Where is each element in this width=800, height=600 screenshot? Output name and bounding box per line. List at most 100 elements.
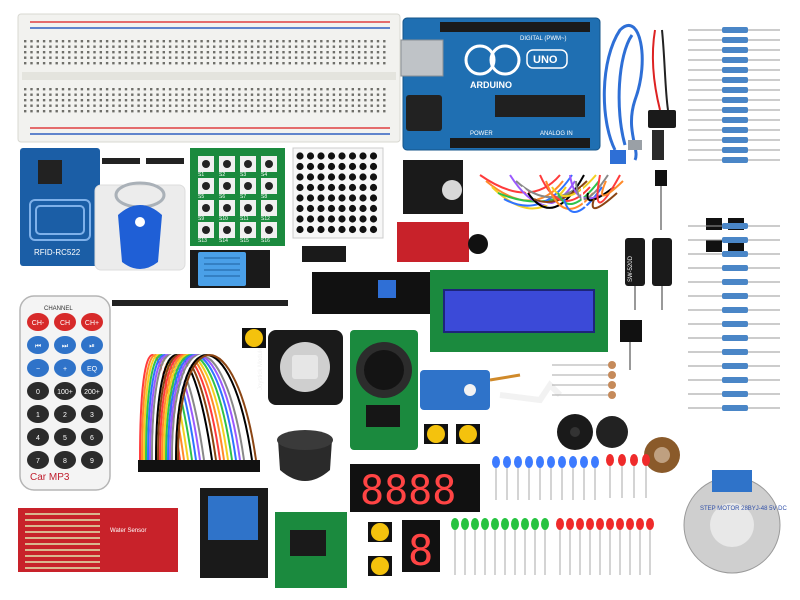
joystick-cap <box>277 430 333 481</box>
buzzer-active <box>596 416 628 448</box>
svg-text:CH+: CH+ <box>85 320 99 327</box>
resistor <box>688 321 780 327</box>
svg-text:S11: S11 <box>240 216 249 222</box>
svg-text:8: 8 <box>63 458 67 465</box>
svg-text:9: 9 <box>90 458 94 465</box>
remote-key: 2 <box>54 405 76 423</box>
svg-text:S9: S9 <box>198 216 204 222</box>
seven-segment-1-digit: 8 <box>402 520 440 575</box>
sound-sensor <box>397 222 488 262</box>
keypad-key: S2 <box>219 156 235 178</box>
resistors <box>688 27 780 411</box>
remote-key: 200+ <box>81 382 103 400</box>
dupont-jumper-wires <box>138 354 260 472</box>
potentiometer <box>644 437 680 473</box>
rtc-module <box>350 330 418 450</box>
svg-text:6: 6 <box>90 435 94 442</box>
keypad-key: S9 <box>198 200 214 222</box>
svg-text:+: + <box>63 366 67 373</box>
remote-top-label: CHANNEL <box>44 306 73 312</box>
svg-text:⏮: ⏮ <box>35 343 41 350</box>
keypad-key: S14 <box>219 222 235 244</box>
push-buttons-yellow <box>242 328 480 576</box>
remote-key: 4 <box>27 428 49 446</box>
photoresistors <box>552 361 616 399</box>
svg-text:S2: S2 <box>219 172 225 178</box>
remote-key: − <box>27 359 49 377</box>
remote-key: + <box>54 359 76 377</box>
arduino-model-text: UNO <box>533 54 558 66</box>
remote-key: 6 <box>81 428 103 446</box>
resistor <box>688 279 780 285</box>
resistor <box>688 377 780 383</box>
svg-text:S8: S8 <box>261 194 267 200</box>
keypad-key: S11 <box>240 200 256 222</box>
svg-text:4: 4 <box>36 435 40 442</box>
resistor <box>688 265 780 271</box>
pin-header-strip <box>102 158 288 306</box>
remote-brand: Car MP3 <box>30 472 70 483</box>
svg-text:S4: S4 <box>261 172 267 178</box>
seven-segment-1-digit-text: 8 <box>408 526 433 575</box>
resistor <box>688 237 780 243</box>
dht-temperature-humidity-sensor <box>190 250 270 288</box>
remote-key: CH <box>54 313 76 331</box>
leds <box>451 454 654 575</box>
tilt-switch-label: SW-520D <box>628 255 634 282</box>
resistor <box>688 107 780 113</box>
resistor <box>688 147 780 153</box>
water-level-sensor: Water Sensor <box>18 508 178 572</box>
remote-key: ⏮ <box>27 336 49 354</box>
resistor <box>688 349 780 355</box>
resistor <box>688 87 780 93</box>
seven-segment-4-digits: 8888 <box>360 468 456 514</box>
svg-text:100+: 100+ <box>57 389 73 396</box>
resistor <box>688 157 780 163</box>
rfid-label: RFID-RC522 <box>34 248 81 257</box>
arduino-analog-header: ANALOG IN <box>540 131 573 137</box>
svg-text:S6: S6 <box>219 194 225 200</box>
remote-key: 100+ <box>54 382 76 400</box>
stepper-label: STEP MOTOR 28BYJ-48 5V DC <box>700 506 787 512</box>
servo-motor <box>420 370 521 410</box>
usb-cable <box>602 23 644 164</box>
resistor <box>688 391 780 397</box>
resistor <box>688 67 780 73</box>
svg-text:S10: S10 <box>219 216 228 222</box>
servo-horns <box>499 380 563 404</box>
svg-text:7: 7 <box>36 458 40 465</box>
arduino-brand-text: ARDUINO <box>470 80 512 90</box>
svg-text:CH-: CH- <box>32 320 45 327</box>
tilt-switch: SW-520D <box>625 238 672 310</box>
remote-key: ⏯ <box>81 336 103 354</box>
svg-text:3: 3 <box>90 412 94 419</box>
svg-text:S5: S5 <box>198 194 204 200</box>
resistor <box>688 127 780 133</box>
lcd-1602-display <box>430 270 608 352</box>
resistor <box>688 47 780 53</box>
keypad-key: S3 <box>240 156 256 178</box>
ir-receiver <box>620 320 642 370</box>
rfid-keyfob <box>114 181 166 269</box>
remote-key: EQ <box>81 359 103 377</box>
battery-clip <box>648 29 676 160</box>
keypad-key: S12 <box>261 200 277 222</box>
remote-key: 3 <box>81 405 103 423</box>
resistor <box>688 37 780 43</box>
keypad-key: S5 <box>198 178 214 200</box>
water-sensor-label: Water Sensor <box>110 528 146 534</box>
svg-text:CH: CH <box>60 320 70 327</box>
remote-key: 0 <box>27 382 49 400</box>
svg-text:S3: S3 <box>240 172 246 178</box>
resistor <box>688 97 780 103</box>
relay-module <box>200 488 268 578</box>
keypad-key: S6 <box>219 178 235 200</box>
svg-text:0: 0 <box>36 389 40 396</box>
keypad-key: S13 <box>198 222 214 244</box>
svg-text:EQ: EQ <box>87 366 98 373</box>
resistor <box>688 117 780 123</box>
transistor <box>655 170 667 230</box>
svg-text:1: 1 <box>36 412 40 419</box>
